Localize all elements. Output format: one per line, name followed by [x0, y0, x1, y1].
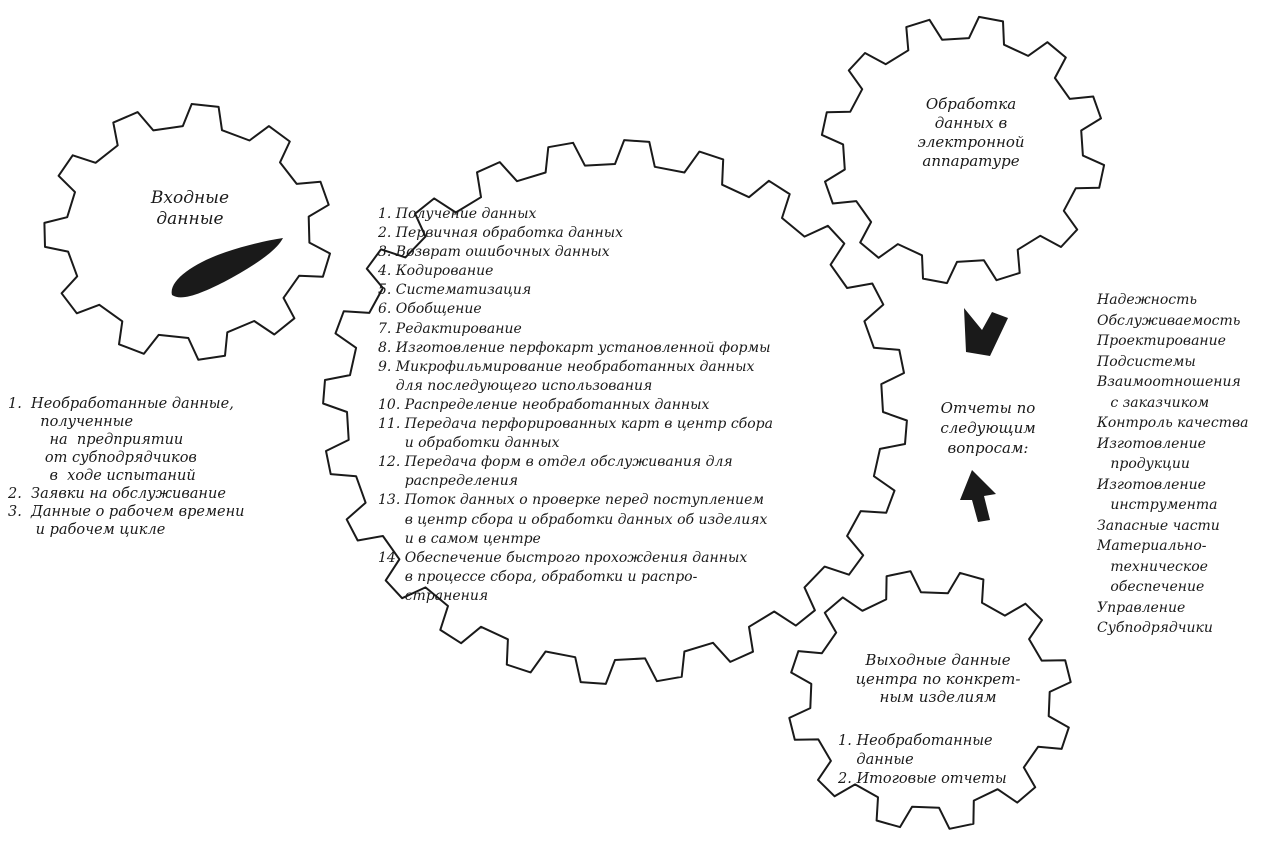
arrow-up-icon — [960, 470, 996, 522]
report-topics-list: Надежность Обслуживаемость Проектировани… — [1097, 292, 1249, 636]
processing-step: 8. Изготовление перфокарт установленной … — [378, 339, 771, 356]
reports-title: Отчеты по следующим вопросам: — [940, 399, 1036, 457]
ink-blob-icon — [171, 238, 283, 298]
electronic-processing-title: Обработка данных в электронной аппаратур… — [917, 95, 1025, 170]
processing-step: 14. Обеспечение быстрого прохождения дан… — [378, 549, 748, 604]
input-data-list: 1. Необработанные данные, полученные на … — [8, 396, 245, 538]
processing-steps-list: 1. Получение данных 2. Первичная обработк… — [378, 205, 773, 606]
processing-gear — [322, 139, 908, 685]
processing-step: 4. Кодирование — [378, 263, 494, 280]
processing-step: 12. Передача форм в отдел обслуживания д… — [378, 454, 733, 490]
processing-step: 10. Распределение необработанных данных — [378, 396, 710, 413]
output-gear-title: Выходные данные центра по конкрет- ным и… — [855, 651, 1021, 706]
processing-step: 7. Редактирование — [378, 320, 522, 337]
input-gear — [43, 103, 331, 361]
processing-step: 9. Микрофильмирование необработанных дан… — [378, 358, 755, 394]
output-gear — [788, 570, 1072, 830]
processing-step: 5. Систематизация — [378, 282, 532, 299]
input-gear-title: Входные данные — [150, 188, 230, 229]
processing-step: 2. Первичная обработка данных — [378, 225, 624, 242]
processing-step: 1. Получение данных — [378, 206, 537, 222]
arrow-down-icon — [964, 308, 1008, 356]
output-gear-items: 1. Необработанные данные 2. Итоговые отч… — [838, 733, 1007, 787]
processing-step: 11. Передача перфорированных карт в цент… — [378, 416, 773, 452]
processing-step: 13. Поток данных о проверке перед поступ… — [378, 492, 768, 547]
electronic-gear — [820, 15, 1106, 285]
processing-step: 3. Возврат ошибочных данных — [378, 244, 610, 261]
processing-step: 6. Обобщение — [378, 301, 482, 318]
